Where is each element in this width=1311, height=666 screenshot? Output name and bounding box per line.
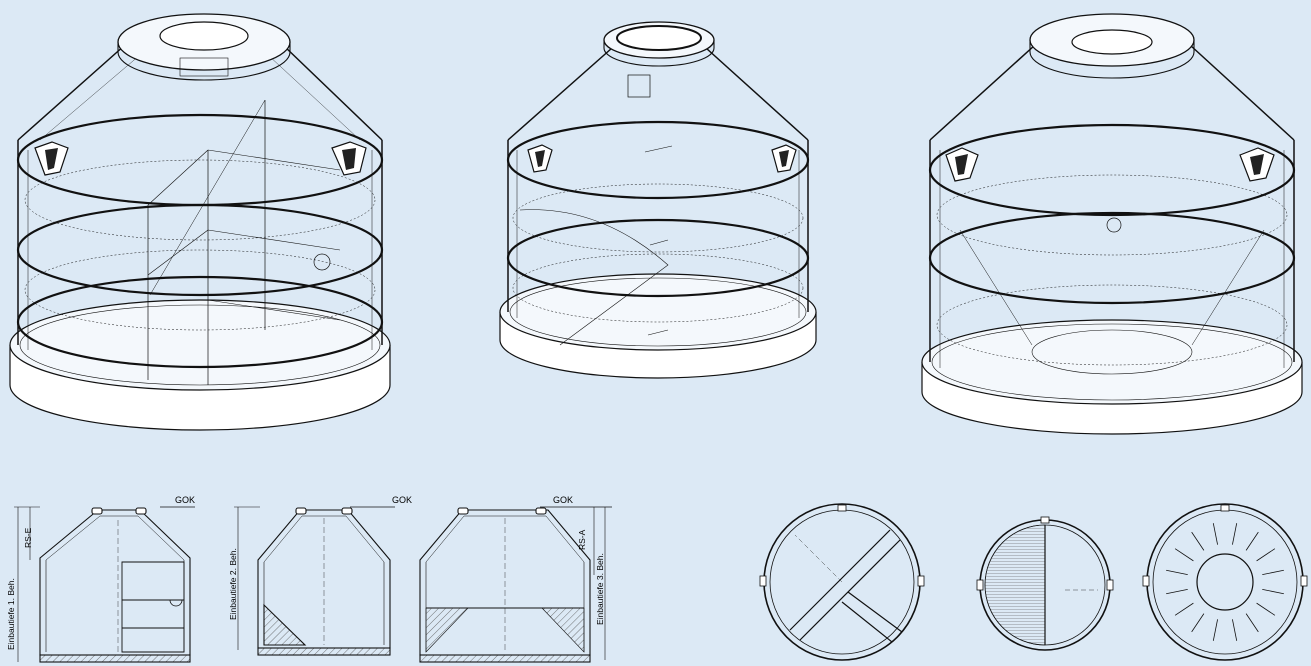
rs-e-label: RS-E (23, 527, 33, 548)
tank-1-isometric (9, 13, 391, 431)
plan-3-spoke (1256, 548, 1276, 562)
gok-label-3: GOK (553, 495, 573, 505)
depth-label-3: Einbautiefe 3. Beh. (595, 553, 605, 625)
plan-3-spokes (1166, 523, 1284, 641)
plan-view-2 (976, 516, 1114, 651)
plan-3-spoke (1232, 523, 1238, 545)
tank-3-isometric (921, 13, 1303, 435)
plan-3-spoke (1174, 548, 1194, 562)
plan-3-spoke (1262, 569, 1284, 575)
depth-label-1: Einbautiefe 1. Beh. (6, 578, 16, 650)
section-view-2 (234, 506, 395, 656)
plan-3-spoke (1174, 602, 1194, 616)
plan-3-spoke (1256, 602, 1276, 616)
plan-3-spoke (1166, 589, 1188, 595)
rs-a-label: RS-A (577, 529, 587, 550)
plan-3-spoke (1245, 531, 1259, 551)
depth-label-2: Einbautiefe 2. Beh. (228, 548, 238, 620)
plan-3-spoke (1232, 619, 1238, 641)
gok-label-1: GOK (175, 495, 195, 505)
section-view-3 (419, 506, 612, 663)
tank-2-isometric (499, 21, 817, 379)
plan-3-spoke (1212, 523, 1218, 545)
plan-3-spoke (1166, 569, 1188, 575)
plan-view-1 (759, 503, 925, 661)
plan-view-3 (1142, 503, 1308, 661)
plan-3-spoke (1191, 531, 1205, 551)
plan-3-spoke (1262, 589, 1284, 595)
section-view-1 (14, 506, 195, 663)
plan-3-spoke (1191, 613, 1205, 633)
gok-label-2: GOK (392, 495, 412, 505)
plan-3-spoke (1245, 613, 1259, 633)
plan-3-spoke (1212, 619, 1218, 641)
